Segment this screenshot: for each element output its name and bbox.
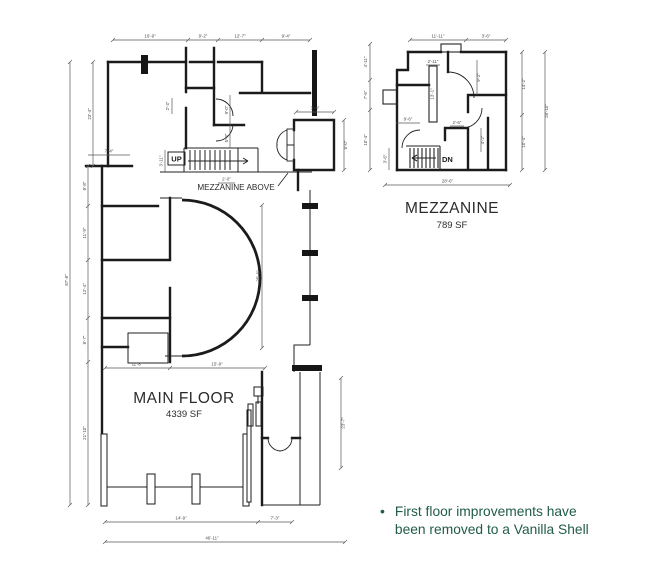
dim-label: 9'-0"	[224, 105, 229, 114]
main-floor-area: 4339 SF	[166, 409, 202, 420]
dim-label: 3'-6"	[383, 154, 388, 163]
dim-label: 2'-6"	[453, 120, 462, 125]
dim-label: 2'-4"	[165, 101, 170, 110]
dim-label: 21'-10"	[82, 426, 87, 440]
mezzanine-plan: 11'-11" 3'-6" 14'-2" 10'-4" 28'-10" 4'-1…	[363, 34, 549, 232]
dim-label: 9'-2"	[476, 73, 481, 82]
dim-label: 11'-11"	[432, 34, 445, 39]
main-floor-dimension-labels: 16'-9" 9'-2" 12'-7" 9'-4" 87'-8" 23'-4" …	[64, 34, 348, 541]
fixture	[247, 386, 264, 427]
dim-label: 28'-6"	[442, 179, 454, 184]
dim-label: 3'-6"	[482, 34, 491, 39]
dim-label: 3'-11"	[159, 155, 164, 166]
dim-label: 11'-9"	[82, 227, 87, 238]
vanilla-shell-note: • First floor improvements have been rem…	[374, 503, 642, 539]
dim-label: 7'-6"	[363, 90, 368, 99]
note-line-2: been removed to a Vanilla Shell	[394, 521, 589, 537]
storefront-frames	[100, 409, 252, 507]
dim-label: 12'-4"	[82, 283, 87, 295]
main-floor-plan: 16'-9" 9'-2" 12'-7" 9'-4" 87'-8" 23'-4" …	[64, 34, 348, 545]
dim-label: 8'-7"	[82, 335, 87, 344]
dim-label: 9'-2"	[199, 34, 208, 39]
mezzanine-door-swings	[401, 71, 483, 149]
curved-wall-arc	[181, 198, 262, 358]
dim-label: 46'-11"	[205, 536, 219, 541]
dim-label: 5'-3"	[224, 133, 229, 142]
dim-label: 8'-8"	[82, 181, 87, 190]
dn-label: DN	[442, 155, 453, 164]
dim-label: 10'-4"	[363, 134, 368, 146]
dim-label: 28'-10"	[544, 104, 549, 118]
mezzanine-title: MEZZANINE	[405, 200, 499, 217]
mezzanine-dimension-labels: 11'-11" 3'-6" 14'-2" 10'-4" 28'-10" 4'-1…	[363, 34, 549, 184]
dim-label: 7'-3"	[271, 516, 280, 521]
main-floor-dimension-lines	[67, 37, 348, 545]
dim-label: 25'-6"	[256, 270, 261, 282]
mezzanine-thin-lines	[382, 43, 462, 170]
dim-label: 16'-9"	[144, 34, 156, 39]
mezzanine-above-label: MEZZANINE ABOVE	[197, 183, 275, 192]
dim-label: 4'-2"	[480, 135, 485, 144]
dim-label: 12'-7"	[234, 34, 246, 39]
dim-label: 2'-0"	[222, 177, 231, 182]
note-text: First floor improvements have been remov…	[395, 503, 589, 539]
dim-label: 7'-4"	[105, 149, 114, 154]
mezzanine-above-leader	[277, 172, 289, 187]
up-label: UP	[171, 155, 181, 164]
dim-label: 3'-4"	[311, 106, 320, 111]
bullet-icon: •	[380, 503, 385, 519]
dim-label: 4'-11"	[363, 56, 368, 67]
dim-label: 11'-8"	[132, 362, 143, 367]
storefront-mullions	[141, 50, 322, 371]
main-floor-door-swings	[215, 98, 295, 452]
mezzanine-area: 789 SF	[437, 220, 468, 231]
note-line-1: First floor improvements have	[394, 504, 577, 519]
dim-label: 23'-7"	[341, 417, 346, 429]
dim-label: 9'-6"	[404, 117, 413, 122]
mezzanine-walls	[395, 50, 508, 172]
main-floor-walls	[84, 46, 336, 507]
dim-label: 23'-4"	[87, 108, 92, 120]
dim-label: 10'-4"	[521, 136, 526, 148]
main-floor-thin-lines	[105, 147, 321, 506]
mezzanine-dimension-lines	[367, 37, 548, 188]
dim-label: 6'-0"	[343, 140, 348, 149]
dim-label: 15'-9"	[211, 362, 223, 367]
dim-label: 9'-4"	[282, 34, 291, 39]
main-floor-title: MAIN FLOOR	[133, 390, 234, 407]
dim-label: 87'-8"	[64, 274, 69, 286]
dim-label: 14'-9"	[175, 516, 187, 521]
dim-label: 2'-11"	[428, 59, 439, 64]
dim-label: 14'-2"	[521, 78, 526, 90]
dim-label: 13'-1"	[430, 88, 435, 100]
